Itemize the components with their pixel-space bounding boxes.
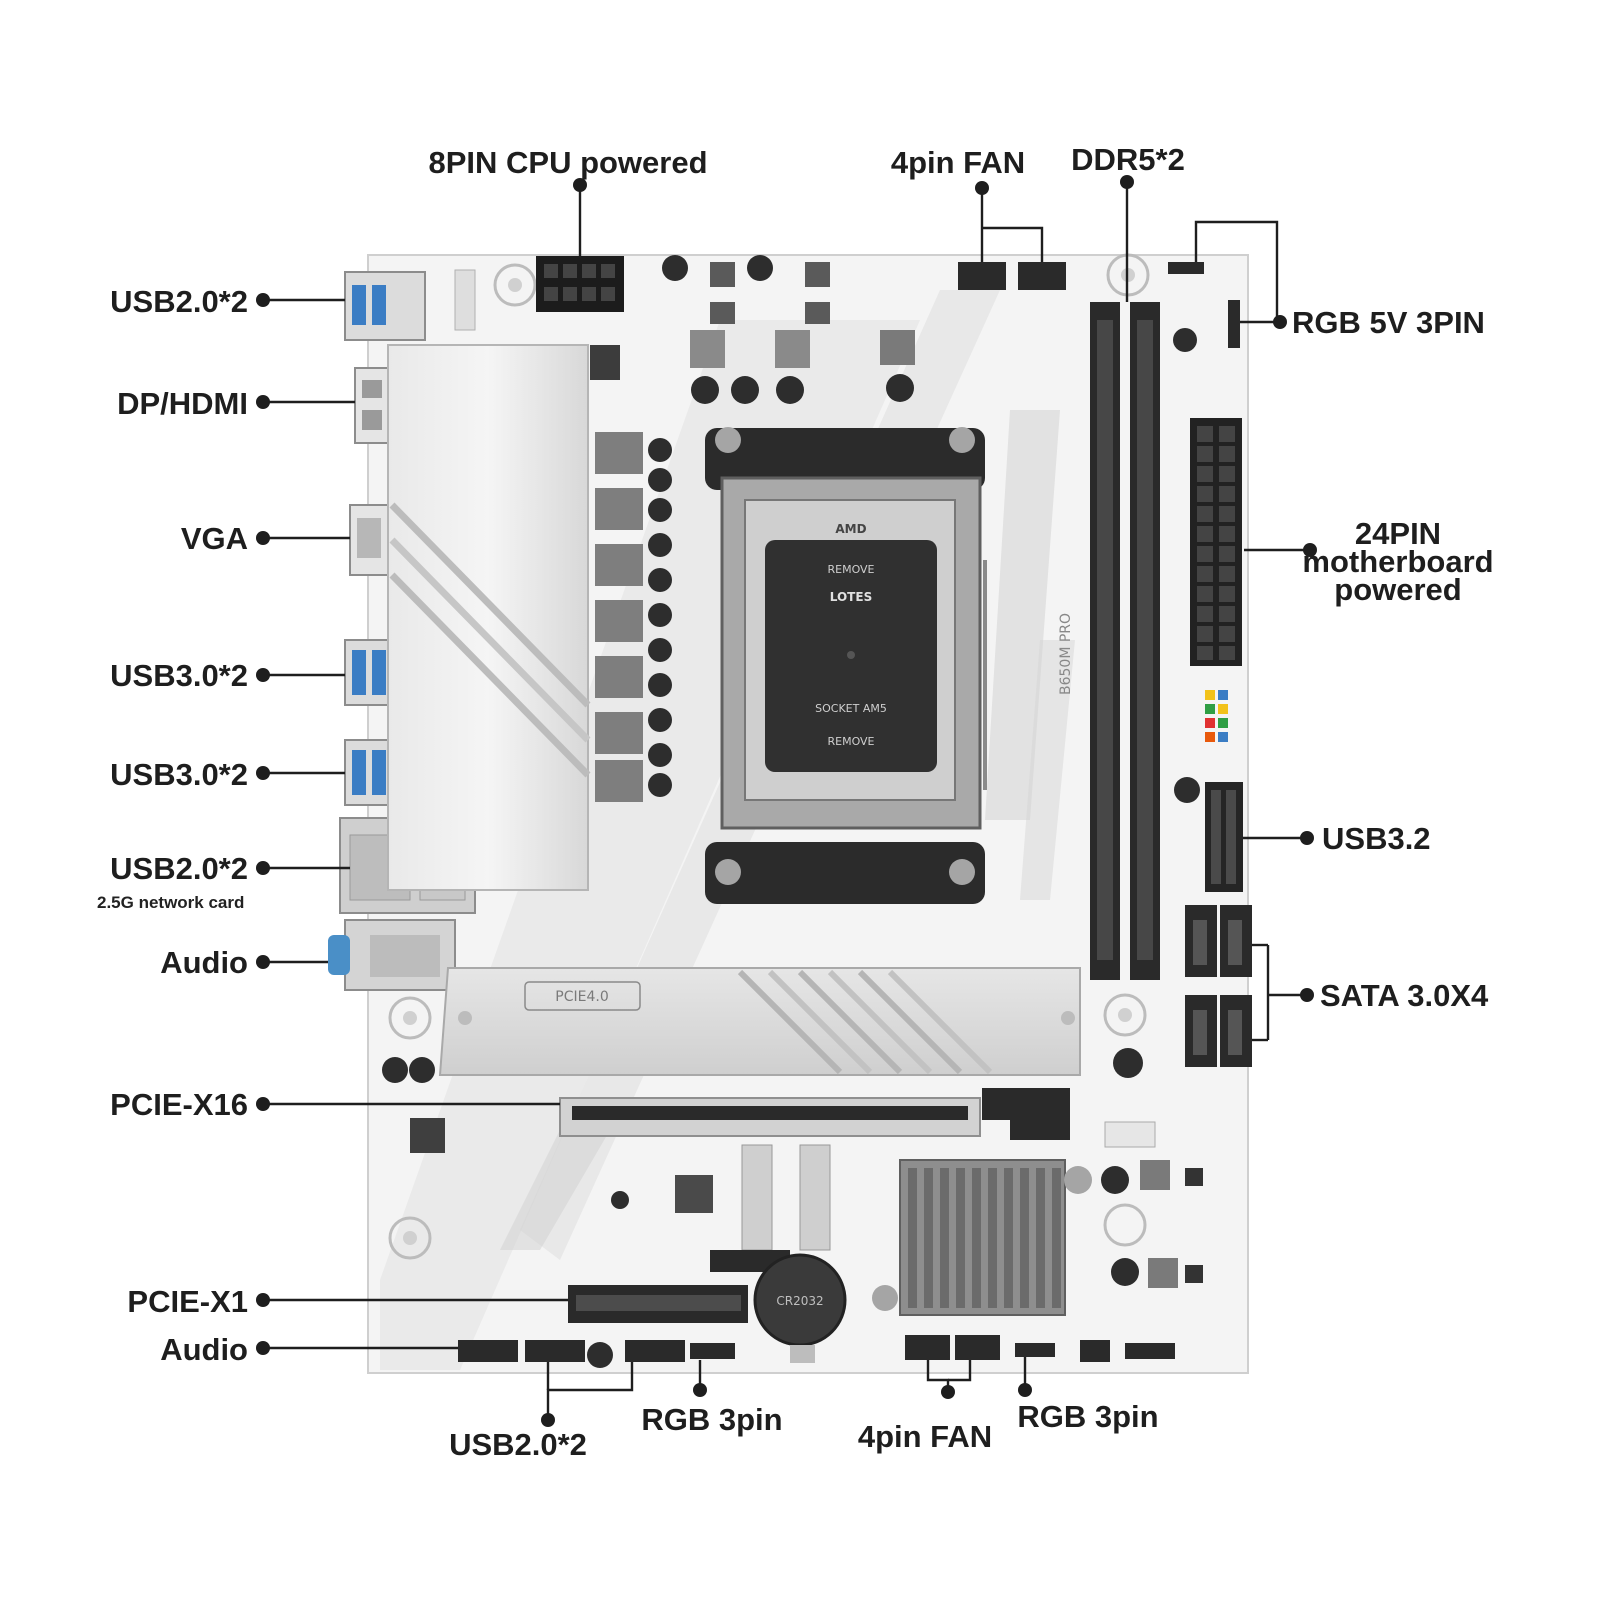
fan-header-top: [958, 262, 1066, 290]
label-atx-line1: 24PIN: [1355, 516, 1441, 551]
audio-jack: [328, 919, 456, 991]
usb3-port-b: [344, 739, 396, 806]
rgb-5v-header: [1168, 262, 1240, 348]
callout-dots: [256, 175, 1317, 1427]
dp-hdmi-port: [354, 367, 391, 444]
label-audio-io: Audio: [160, 945, 248, 980]
battery-label: CR2032: [776, 1294, 823, 1308]
vga-port: [349, 504, 391, 576]
lower-left-components: [382, 996, 629, 1368]
chipset-area: [1101, 993, 1203, 1288]
label-fan-bottom: 4pin FAN: [858, 1419, 992, 1454]
socket-remove-bottom: REMOVE: [827, 735, 874, 748]
socket-brand: LOTES: [830, 590, 872, 604]
bottom-headers: [458, 1335, 1175, 1362]
callout-lines: [263, 183, 1310, 1420]
chipset-heatsink: [872, 1159, 1092, 1316]
label-usb20-top: USB2.0*2: [110, 284, 248, 319]
usb32-header: [1174, 777, 1243, 892]
vrm-chokes: [595, 432, 672, 802]
pcie-x1-slot: [568, 1285, 748, 1323]
label-rgb-3pin-left: RGB 3pin: [641, 1402, 782, 1437]
label-cpu-power: 8PIN CPU powered: [428, 145, 707, 180]
label-rgb-3pin-right: RGB 3pin: [1017, 1399, 1158, 1434]
label-fan-top: 4pin FAN: [891, 145, 1025, 180]
top-components: [454, 253, 1197, 404]
front-panel-header: [1205, 690, 1228, 742]
sata-ports: [1185, 905, 1252, 1067]
label-dp-hdmi: DP/HDMI: [117, 386, 248, 421]
label-vga: VGA: [181, 521, 248, 556]
cpu-brand: AMD: [835, 522, 866, 536]
label-sata: SATA 3.0X4: [1320, 978, 1489, 1013]
label-lan-note: 2.5G network card: [97, 893, 244, 912]
socket-model: SOCKET AM5: [815, 702, 887, 715]
callout-labels: 8PIN CPU powered 4pin FAN DDR5*2 RGB 5V …: [97, 142, 1494, 1462]
vrm-heatsink: [387, 344, 591, 891]
label-usb20-lan: USB2.0*2: [110, 851, 248, 886]
usb3-port-a: [344, 639, 396, 706]
board-model: B650M PRO: [1058, 613, 1074, 695]
label-atx-line2: motherboard: [1302, 544, 1493, 579]
pcie-badge: PCIE4.0: [555, 989, 608, 1005]
label-pcie-x1: PCIE-X1: [127, 1284, 248, 1319]
label-audio-header: Audio: [160, 1332, 248, 1367]
label-usb30-b: USB3.0*2: [110, 757, 248, 792]
label-pcie-x16: PCIE-X16: [110, 1087, 248, 1122]
pcie-x16-slot: PCIE4.0: [438, 967, 1081, 1140]
atx-24pin-connector: [1190, 418, 1242, 666]
label-usb30-a: USB3.0*2: [110, 658, 248, 693]
cpu-socket: REMOVE LOTES SOCKET AM5 REMOVE AMD: [705, 427, 987, 904]
label-rgb-5v: RGB 5V 3PIN: [1292, 305, 1485, 340]
label-ddr5: DDR5*2: [1071, 142, 1185, 177]
dimm-slots: B650M PRO: [1058, 302, 1160, 980]
label-usb20-bottom: USB2.0*2: [449, 1427, 587, 1462]
socket-remove-top: REMOVE: [827, 563, 874, 576]
label-atx-line3: powered: [1334, 572, 1461, 607]
m2-area: CR2032: [675, 1144, 847, 1363]
usb2-port-top: [344, 271, 426, 341]
cpu-8pin-connector: [536, 256, 624, 312]
rear-io: [328, 271, 476, 991]
label-usb32: USB3.2: [1322, 821, 1431, 856]
